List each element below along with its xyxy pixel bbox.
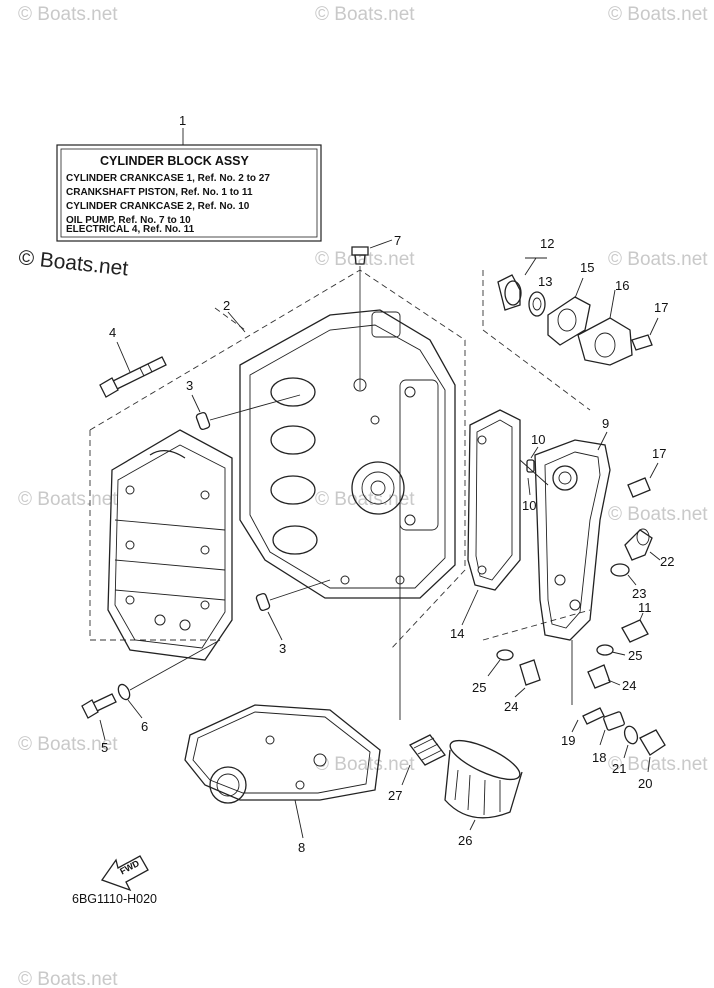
plug-7: 7 <box>351 233 401 390</box>
ref-label: 8 <box>298 840 305 855</box>
oil-pump-cover-9: 9 <box>519 416 611 641</box>
ref-label: 12 <box>540 236 554 251</box>
ref-label: 26 <box>458 833 472 848</box>
watermark: © Boats.net <box>608 504 708 525</box>
watermark: © Boats.net <box>608 754 708 775</box>
watermark: © Boats.net <box>315 489 415 510</box>
crankcase-left <box>107 429 233 661</box>
ref-label: 16 <box>615 278 629 293</box>
bolt-4: 4 <box>99 325 167 398</box>
ref-label: 17 <box>652 446 666 461</box>
plug-24-washer-25-left: 25 24 <box>472 649 541 714</box>
ref-label: 27 <box>388 788 402 803</box>
oil-filter-26: 26 <box>444 739 523 848</box>
info-box-line: CYLINDER CRANKCASE 2, Ref. No. 10 <box>66 201 250 212</box>
info-box-line: CRANKSHAFT PISTON, Ref. No. 1 to 11 <box>66 187 253 198</box>
plug-24-washer-25-right: 25 24 <box>587 644 642 693</box>
fwd-arrow-icon: FWD <box>100 855 149 892</box>
ref-label: 2 <box>223 298 230 313</box>
thermostat-group: 12 13 15 16 17 12 <box>497 236 668 366</box>
ref-label: 25 <box>472 680 486 695</box>
ref-label: 24 <box>622 678 636 693</box>
info-box-line: ELECTRICAL 4, Ref. No. 11 <box>66 224 195 235</box>
diagram-code: 6BG1110-H020 <box>72 892 157 906</box>
ref-label: 17 <box>654 300 668 315</box>
assembly-info-box: 1 CYLINDER BLOCK ASSY CYLINDER CRANKCASE… <box>56 113 322 242</box>
ref-label: 9 <box>602 416 609 431</box>
watermark: © Boats.net <box>18 4 118 25</box>
gasket-8: 8 <box>184 704 381 855</box>
watermark: © Boats.net <box>18 489 118 510</box>
main-watermark: © Boats.net <box>17 246 129 280</box>
fwd-label: FWD <box>118 858 141 877</box>
ref-label: 5 <box>101 740 108 755</box>
strainer-27: 27 <box>388 500 446 803</box>
ref-label: 23 <box>632 586 646 601</box>
ref-label: 3 <box>279 641 286 656</box>
info-box-title: CYLINDER BLOCK ASSY <box>100 154 250 168</box>
ref-label: 20 <box>638 776 652 791</box>
bolt-5-washer-6: 5 6 <box>81 639 221 755</box>
ref-label: 15 <box>580 260 594 275</box>
cylinder-block <box>239 309 456 599</box>
ref-label: 25 <box>628 648 642 663</box>
watermark: © Boats.net <box>608 4 708 25</box>
ref-label: 18 <box>592 750 606 765</box>
ref-label: 14 <box>450 626 464 641</box>
ref-label: 11 <box>638 600 652 615</box>
ref-label: 24 <box>504 699 518 714</box>
ref-label: 10 <box>531 432 545 447</box>
watermark: © Boats.net <box>18 969 118 988</box>
ref-label: 19 <box>561 733 575 748</box>
assembly-boundary <box>89 269 591 651</box>
ref-label: 7 <box>394 233 401 248</box>
info-box-line: OIL PUMP, Ref. No. 7 to 10 <box>66 215 191 226</box>
ref-label: 3 <box>186 378 193 393</box>
ref-label: 4 <box>109 325 116 340</box>
watermark: © Boats.net <box>315 4 415 25</box>
ref-label: 1 <box>179 113 186 128</box>
dowel-pins: 3 3 <box>186 378 331 656</box>
ref-2: 2 <box>223 298 246 333</box>
sensor-group: 19 18 21 20 <box>561 640 666 791</box>
bolt-17: 17 <box>627 446 666 498</box>
watermark: © Boats.net <box>315 754 415 775</box>
watermark: © Boats.net <box>608 249 708 270</box>
ref-label: 13 <box>538 274 552 289</box>
ref-label: 22 <box>660 554 674 569</box>
ref-label: 21 <box>612 761 626 776</box>
pins-10: 10 10 <box>522 432 545 513</box>
watermark: © Boats.net <box>18 734 118 755</box>
ref-label: 6 <box>141 719 148 734</box>
gasket-16: 14 <box>450 409 521 641</box>
info-box-line: CYLINDER CRANKCASE 1, Ref. No. 2 to 27 <box>66 173 270 184</box>
fittings-right: 22 23 11 <box>610 528 674 643</box>
ref-label: 10 <box>522 498 536 513</box>
